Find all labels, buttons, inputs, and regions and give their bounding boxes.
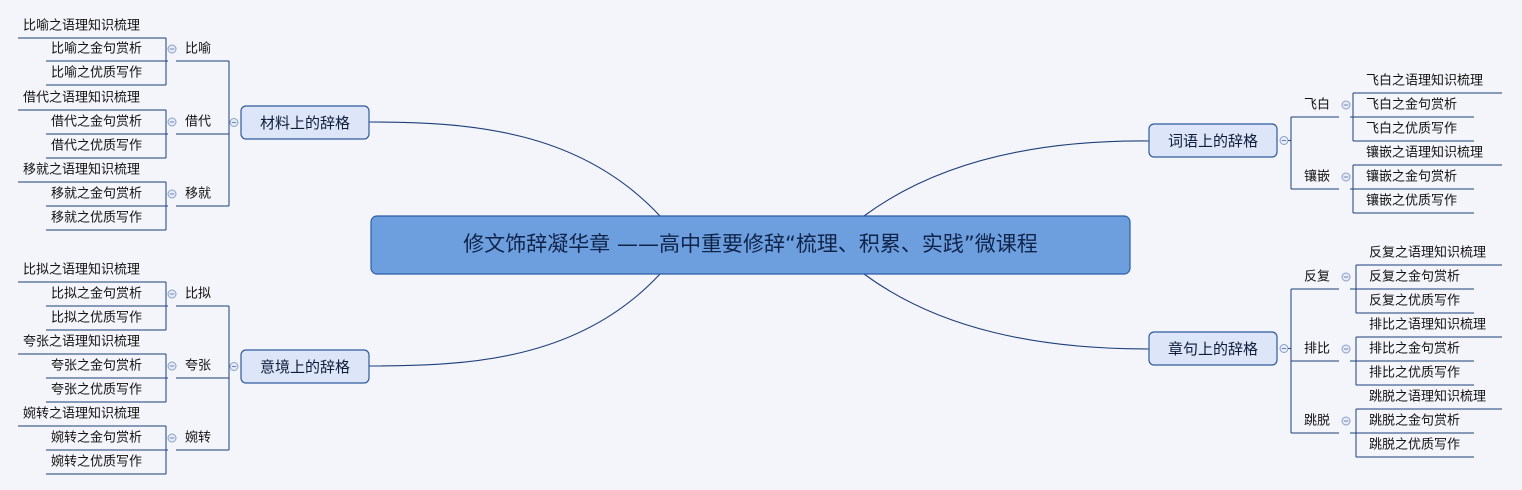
leaf-3-1-1[interactable]: 排比之金句赏析: [1369, 341, 1460, 357]
subtopic-0-2[interactable]: 移就: [185, 187, 211, 202]
topic-3-label: 章句上的辞格: [1168, 340, 1258, 358]
leaf-0-0-1[interactable]: 比喻之金句赏析: [51, 41, 142, 57]
leaf-2-1-0[interactable]: 镶嵌之语理知识梳理: [1366, 145, 1483, 161]
leaf-1-0-0[interactable]: 比拟之语理知识梳理: [23, 262, 140, 278]
subtopic-1-1[interactable]: 夸张: [185, 359, 211, 374]
leaf-1-0-2[interactable]: 比拟之优质写作: [51, 311, 142, 326]
subtopic-0-1[interactable]: 借代: [185, 115, 211, 130]
collapse-toggle-icon[interactable]: [167, 44, 177, 54]
topic-1-box[interactable]: [240, 349, 370, 384]
leaf-1-2-2[interactable]: 婉转之优质写作: [51, 454, 142, 470]
collapse-toggle-icon[interactable]: [1341, 100, 1351, 110]
collapse-toggle-icon[interactable]: [229, 118, 239, 127]
leaf-2-0-1[interactable]: 飞白之金句赏析: [1366, 97, 1457, 113]
subtopic-1-2[interactable]: 婉转: [185, 430, 211, 446]
leaf-0-1-2[interactable]: 借代之优质写作: [51, 139, 142, 154]
leaf-2-1-2[interactable]: 镶嵌之优质写作: [1366, 193, 1457, 209]
collapse-toggle-icon[interactable]: [1341, 272, 1351, 282]
topic-0-label: 材料上的辞格: [260, 114, 350, 132]
topic-2-label: 词语上的辞格: [1168, 132, 1258, 150]
leaf-1-1-1[interactable]: 夸张之金句赏析: [51, 358, 142, 374]
leaf-0-2-2[interactable]: 移就之优质写作: [51, 211, 142, 226]
subtopic-0-0[interactable]: 比喻: [185, 42, 211, 57]
topic-3-box[interactable]: [1148, 331, 1278, 366]
leaf-3-2-2[interactable]: 跳脱之优质写作: [1369, 438, 1460, 453]
leaf-3-0-2[interactable]: 反复之优质写作: [1369, 294, 1460, 309]
leaf-1-1-2[interactable]: 夸张之优质写作: [51, 383, 142, 398]
collapse-toggle-icon[interactable]: [167, 289, 177, 299]
subtopic-2-1[interactable]: 镶嵌: [1304, 169, 1330, 185]
collapse-toggle-icon[interactable]: [1341, 344, 1351, 354]
leaf-1-0-1[interactable]: 比拟之金句赏析: [51, 286, 142, 302]
leaf-0-2-1[interactable]: 移就之金句赏析: [51, 186, 142, 202]
leaf-2-0-0[interactable]: 飞白之语理知识梳理: [1366, 73, 1483, 89]
leaf-3-0-0[interactable]: 反复之语理知识梳理: [1369, 245, 1486, 261]
topic-1-label: 意境上的辞格: [260, 358, 350, 376]
leaf-3-1-0[interactable]: 排比之语理知识梳理: [1369, 317, 1486, 333]
leaf-0-0-2[interactable]: 比喻之优质写作: [51, 66, 142, 81]
mind-map-nodes: 修文饰辞凝华章 ——高中重要修辞“梳理、积累、实践”微课程材料上的辞格比喻比喻之…: [23, 18, 1486, 470]
root-title: 修文饰辞凝华章 ——高中重要修辞“梳理、积累、实践”微课程: [463, 232, 1037, 256]
collapse-toggle-icon[interactable]: [1341, 172, 1351, 182]
subtopic-3-1[interactable]: 排比: [1304, 342, 1330, 357]
leaf-3-0-1[interactable]: 反复之金句赏析: [1369, 269, 1460, 285]
leaf-1-2-0[interactable]: 婉转之语理知识梳理: [23, 406, 140, 422]
collapse-toggle-icon[interactable]: [167, 433, 177, 443]
subtopic-2-0[interactable]: 飞白: [1304, 97, 1330, 113]
leaf-2-0-2[interactable]: 飞白之优质写作: [1366, 121, 1457, 137]
leaf-3-2-0[interactable]: 跳脱之语理知识梳理: [1369, 389, 1486, 405]
leaf-1-1-0[interactable]: 夸张之语理知识梳理: [23, 334, 140, 350]
leaf-0-0-0[interactable]: 比喻之语理知识梳理: [23, 18, 140, 34]
leaf-1-2-1[interactable]: 婉转之金句赏析: [51, 430, 142, 446]
collapse-toggle-icon[interactable]: [167, 117, 177, 127]
topic-2-box[interactable]: [1148, 123, 1278, 158]
leaf-0-2-0[interactable]: 移就之语理知识梳理: [23, 162, 140, 178]
subtopic-3-2[interactable]: 跳脱: [1304, 414, 1330, 429]
collapse-toggle-icon[interactable]: [167, 361, 177, 371]
leaf-2-1-1[interactable]: 镶嵌之金句赏析: [1366, 169, 1457, 185]
subtopic-3-0[interactable]: 反复: [1304, 270, 1330, 285]
leaf-3-2-1[interactable]: 跳脱之金句赏析: [1369, 413, 1460, 429]
leaf-0-1-0[interactable]: 借代之语理知识梳理: [23, 90, 140, 106]
collapse-toggle-icon[interactable]: [1279, 136, 1289, 145]
leaf-0-1-1[interactable]: 借代之金句赏析: [51, 114, 142, 130]
topic-0-box[interactable]: [240, 105, 370, 140]
leaf-3-1-2[interactable]: 排比之优质写作: [1369, 366, 1460, 381]
connector-lines: [18, 37, 1502, 475]
collapse-toggle-icon[interactable]: [1279, 344, 1289, 353]
root-node-box[interactable]: [370, 215, 1131, 275]
subtopic-1-0[interactable]: 比拟: [185, 287, 211, 302]
collapse-toggle-icon[interactable]: [1341, 416, 1351, 426]
collapse-toggle-icon[interactable]: [167, 189, 177, 199]
collapse-toggle-icon[interactable]: [229, 362, 239, 371]
